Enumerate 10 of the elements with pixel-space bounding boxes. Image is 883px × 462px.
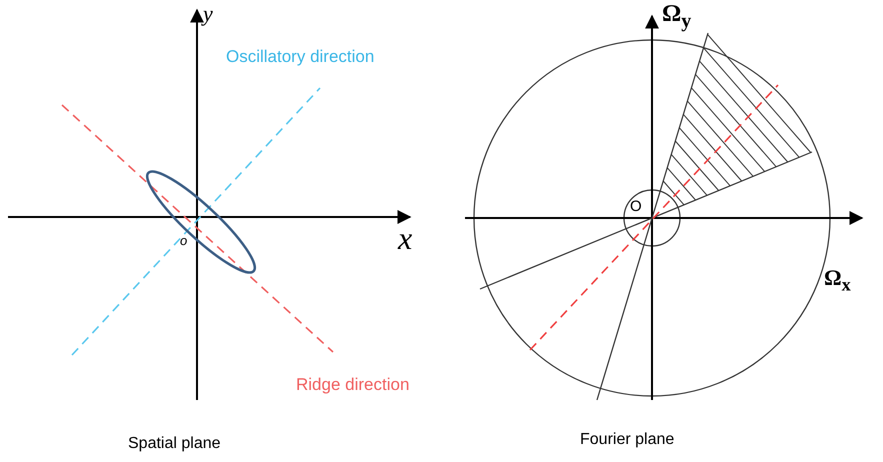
axis-label: x: [398, 222, 412, 254]
axis-label: y: [203, 3, 213, 25]
axis-label: Ω$_{y}$: [662, 2, 692, 31]
axis-label: Ω$_{x}$: [824, 267, 851, 294]
caption: Spatial plane: [128, 436, 221, 452]
line-label: Oscillatory direction: [226, 48, 374, 65]
origin-label: O: [630, 199, 642, 214]
origin-label: o: [180, 234, 188, 247]
caption: Fourier plane: [580, 432, 674, 448]
line-label: Ridge direction: [296, 376, 410, 393]
